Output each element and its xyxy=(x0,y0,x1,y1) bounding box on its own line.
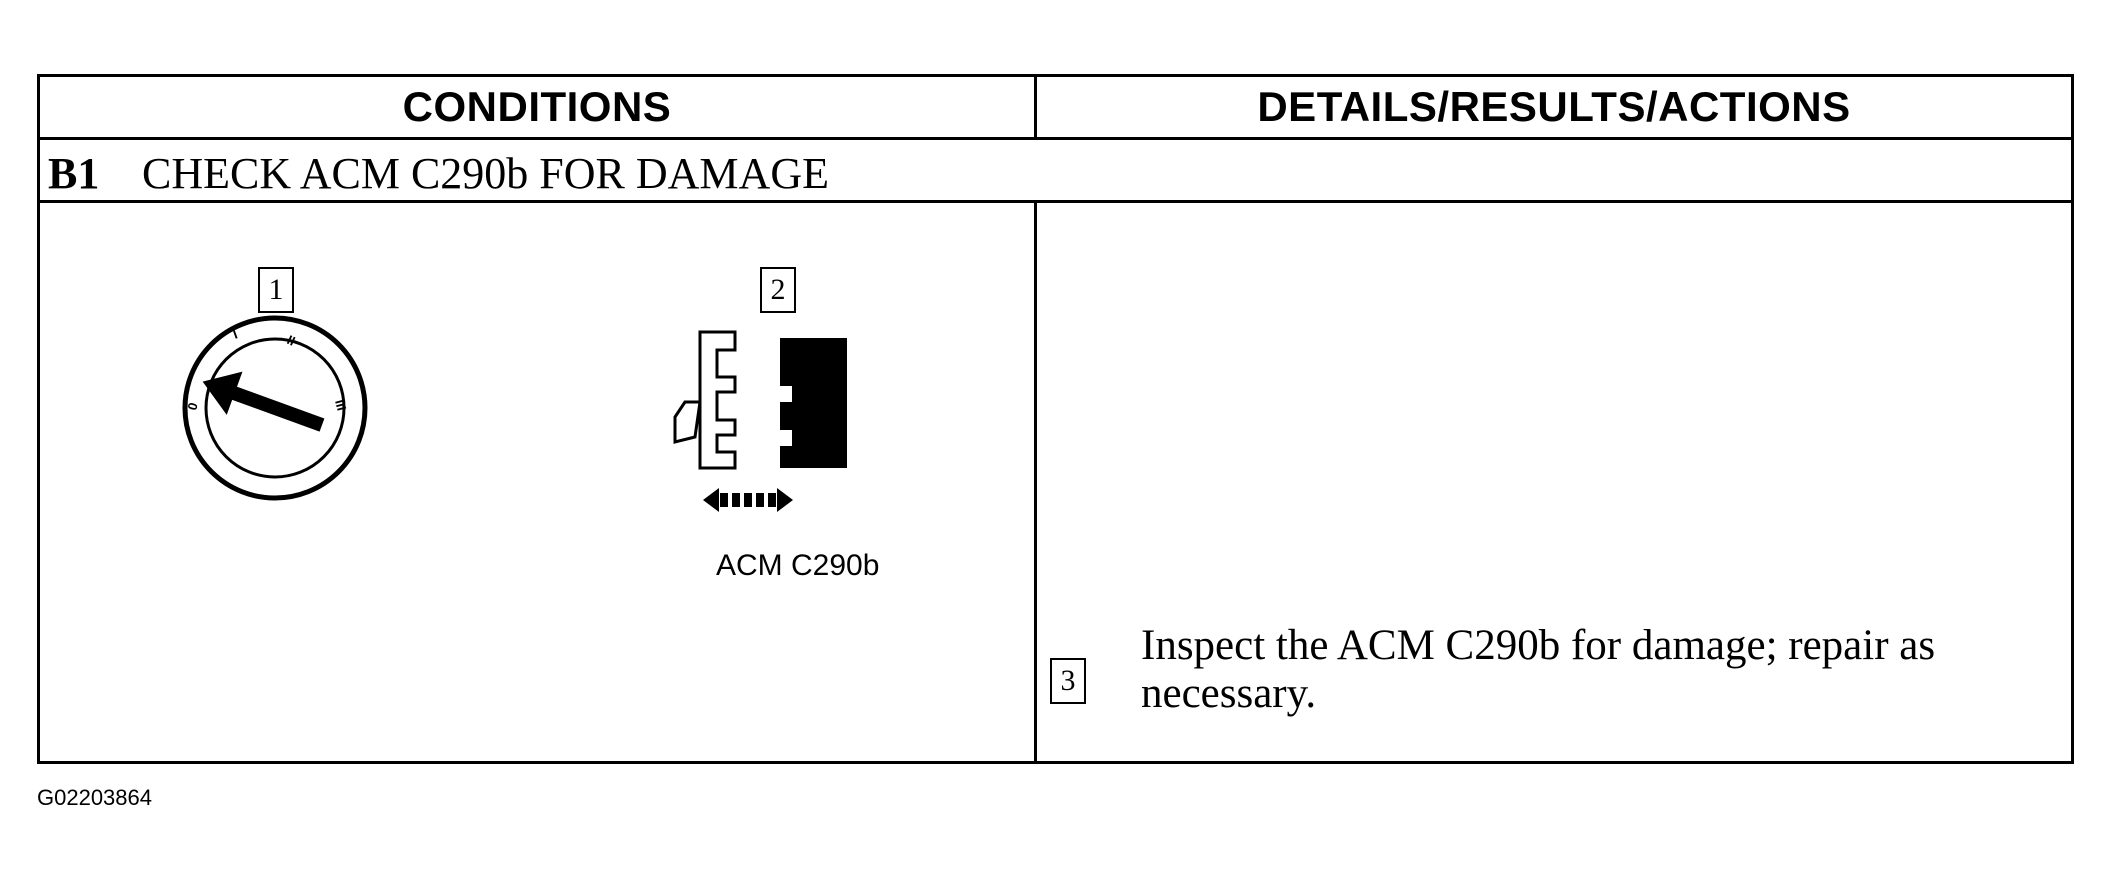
details-header: DETAILS/RESULTS/ACTIONS xyxy=(1257,83,1851,130)
connector-half-right xyxy=(780,338,847,468)
ignition-pointer xyxy=(202,371,325,432)
ignition-switch-off-icon: 0 I II III xyxy=(182,315,368,501)
connector-half-left xyxy=(698,330,737,470)
connector-label: ACM C290b xyxy=(716,549,880,582)
action-text: Inspect the ACM C290b for damage; repair… xyxy=(1141,622,1936,717)
header-row: CONDITIONS DETAILS/RESULTS/ACTIONS xyxy=(40,77,2071,140)
header-divider xyxy=(1034,77,1037,140)
step-row: B1 CHECK ACM C290b FOR DAMAGE xyxy=(40,140,2071,203)
step-id: B1 xyxy=(48,149,100,198)
callout-2: 2 xyxy=(760,267,796,313)
callout-1: 1 xyxy=(258,267,294,313)
wire-tail xyxy=(673,400,702,444)
mark-1: I xyxy=(231,326,240,341)
mark-3: III xyxy=(332,398,349,412)
connector-disconnect-icon xyxy=(673,330,847,512)
disconnect-arrow xyxy=(703,488,793,512)
mark-0: 0 xyxy=(184,401,200,412)
conditions-header: CONDITIONS xyxy=(402,83,672,130)
diagnostic-chart: CONDITIONS DETAILS/RESULTS/ACTIONS B1 CH… xyxy=(37,74,2074,764)
ignition-position-marks: 0 I II III xyxy=(184,326,349,412)
callout-3: 3 xyxy=(1050,658,1086,704)
step-title: CHECK ACM C290b FOR DAMAGE xyxy=(142,149,829,198)
column-divider xyxy=(1034,203,1037,761)
figure-id: G02203864 xyxy=(37,785,152,810)
